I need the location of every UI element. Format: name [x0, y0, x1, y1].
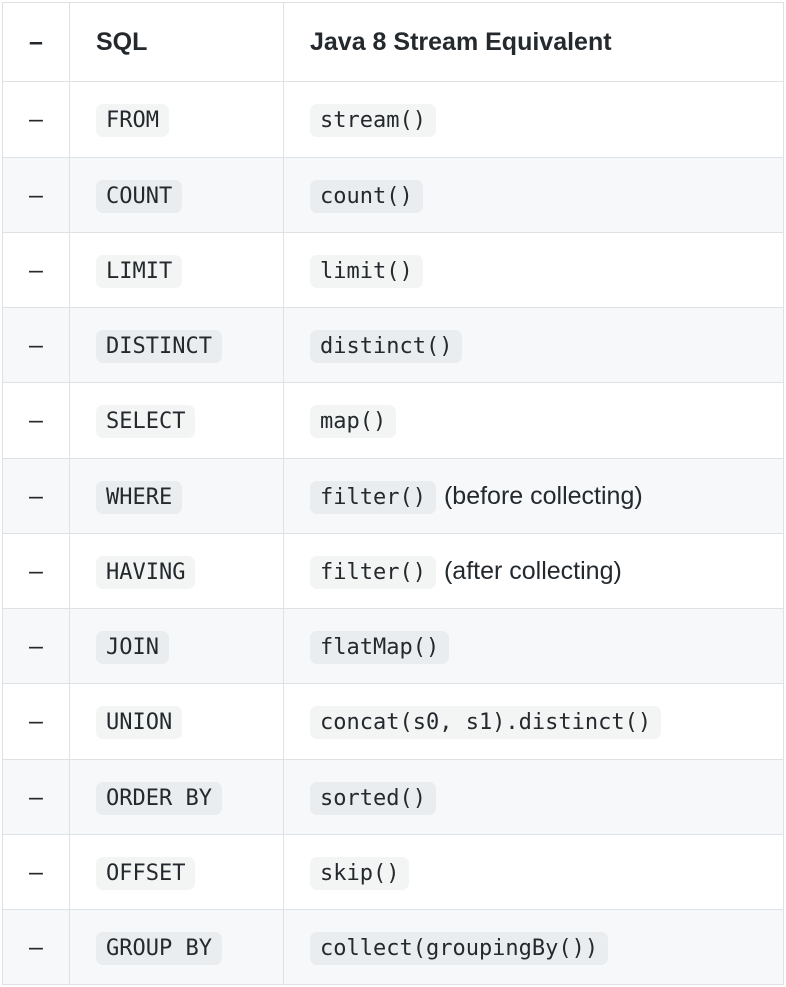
sql-keyword-code: OFFSET — [96, 856, 196, 890]
java-equivalent-code: filter() — [310, 480, 436, 514]
sql-keyword-cell: ORDER BY — [69, 758, 284, 835]
sql-keyword-code: HAVING — [96, 555, 196, 589]
header-cell-dash: – — [2, 1, 70, 83]
java-equivalent-code: sorted() — [310, 781, 436, 815]
java-equivalent-code: distinct() — [310, 330, 463, 363]
java-equivalent-code: stream() — [310, 104, 436, 138]
dash-text: – — [29, 857, 43, 886]
java-equivalent-code: count() — [310, 179, 423, 213]
table-row: – HAVING filter()(after collecting) — [2, 532, 784, 610]
sql-keyword-code: COUNT — [96, 179, 183, 213]
dash-text: – — [29, 481, 43, 510]
sql-keyword-cell: JOIN — [69, 607, 284, 685]
table-row: – OFFSET skip() — [2, 833, 784, 911]
java-equivalent-note: (after collecting) — [443, 556, 622, 585]
table-row: – WHERE filter()(before collecting) — [2, 457, 784, 534]
dash-cell: – — [2, 758, 70, 835]
table-row: – JOIN flatMap() — [2, 607, 784, 685]
dash-cell: – — [2, 156, 70, 233]
sql-keyword-code: UNION — [96, 706, 183, 740]
table-row: – DISTINCT distinct() — [2, 306, 784, 384]
table-body: – FROM stream() – COUNT count() – LIMIT … — [2, 81, 784, 986]
java-equivalent-cell: map() — [283, 382, 784, 459]
header-row: – SQL Java 8 Stream Equivalent — [2, 1, 784, 83]
java-equivalent-code: collect(groupingBy()) — [310, 932, 609, 965]
java-equivalent-note: (before collecting) — [443, 481, 643, 510]
table-row: – GROUP BY collect(groupingBy()) — [2, 908, 784, 986]
java-equivalent-code: flatMap() — [310, 631, 450, 664]
dash-cell: – — [2, 607, 70, 685]
sql-keyword-code: GROUP BY — [96, 932, 222, 965]
sql-keyword-code: DISTINCT — [96, 330, 222, 363]
table-header: – SQL Java 8 Stream Equivalent — [2, 1, 784, 83]
dash-text: – — [29, 180, 43, 209]
java-equivalent-cell: filter()(after collecting) — [283, 532, 784, 610]
dash-text: – — [29, 707, 43, 736]
java-equivalent-cell: sorted() — [283, 758, 784, 835]
sql-keyword-cell: DISTINCT — [69, 306, 284, 384]
dash-text: – — [29, 556, 43, 585]
dash-text: – — [29, 933, 43, 961]
java-equivalent-cell: skip() — [283, 833, 784, 911]
dash-text: – — [29, 105, 43, 134]
sql-keyword-cell: GROUP BY — [69, 908, 284, 986]
java-equivalent-cell: filter()(before collecting) — [283, 457, 784, 534]
sql-keyword-cell: FROM — [69, 81, 284, 158]
sql-keyword-code: SELECT — [96, 405, 196, 439]
sql-keyword-code: JOIN — [96, 631, 169, 664]
dash-cell: – — [2, 306, 70, 384]
sql-keyword-code: LIMIT — [96, 254, 183, 288]
java-equivalent-cell: stream() — [283, 81, 784, 158]
table-row: – COUNT count() — [2, 156, 784, 233]
dash-cell: – — [2, 457, 70, 534]
java-equivalent-cell: flatMap() — [283, 607, 784, 685]
java-equivalent-code: limit() — [310, 254, 423, 288]
sql-keyword-cell: HAVING — [69, 532, 284, 610]
java-equivalent-code: skip() — [310, 856, 410, 890]
sql-keyword-code: FROM — [96, 104, 169, 138]
java-equivalent-cell: limit() — [283, 231, 784, 309]
dash-text: – — [29, 782, 43, 811]
dash-cell: – — [2, 908, 70, 986]
sql-keyword-cell: UNION — [69, 683, 284, 760]
sql-keyword-cell: LIMIT — [69, 231, 284, 309]
java-equivalent-cell: distinct() — [283, 306, 784, 384]
dash-text: – — [29, 406, 43, 435]
sql-keyword-cell: WHERE — [69, 457, 284, 534]
sql-keyword-code: WHERE — [96, 480, 183, 514]
dash-cell: – — [2, 382, 70, 459]
sql-keyword-code: ORDER BY — [96, 781, 222, 815]
table-row: – LIMIT limit() — [2, 231, 784, 309]
dash-text: – — [29, 632, 43, 660]
java-equivalent-code: map() — [310, 405, 397, 439]
dash-cell: – — [2, 833, 70, 911]
header-cell-java: Java 8 Stream Equivalent — [283, 1, 784, 83]
dash-text: – — [29, 331, 43, 359]
java-equivalent-code: concat(s0, s1).distinct() — [310, 706, 662, 740]
dash-cell: – — [2, 683, 70, 760]
dash-cell: – — [2, 81, 70, 158]
header-cell-sql: SQL — [69, 1, 284, 83]
java-equivalent-cell: concat(s0, s1).distinct() — [283, 683, 784, 760]
table-row: – FROM stream() — [2, 81, 784, 158]
table-row: – UNION concat(s0, s1).distinct() — [2, 683, 784, 760]
table-row: – ORDER BY sorted() — [2, 758, 784, 835]
sql-keyword-cell: OFFSET — [69, 833, 284, 911]
dash-cell: – — [2, 532, 70, 610]
table-row: – SELECT map() — [2, 382, 784, 459]
java-equivalent-code: filter() — [310, 555, 436, 589]
dash-text: – — [29, 255, 43, 284]
java-equivalent-cell: collect(groupingBy()) — [283, 908, 784, 986]
sql-keyword-cell: COUNT — [69, 156, 284, 233]
dash-cell: – — [2, 231, 70, 309]
sql-keyword-cell: SELECT — [69, 382, 284, 459]
java-equivalent-cell: count() — [283, 156, 784, 233]
